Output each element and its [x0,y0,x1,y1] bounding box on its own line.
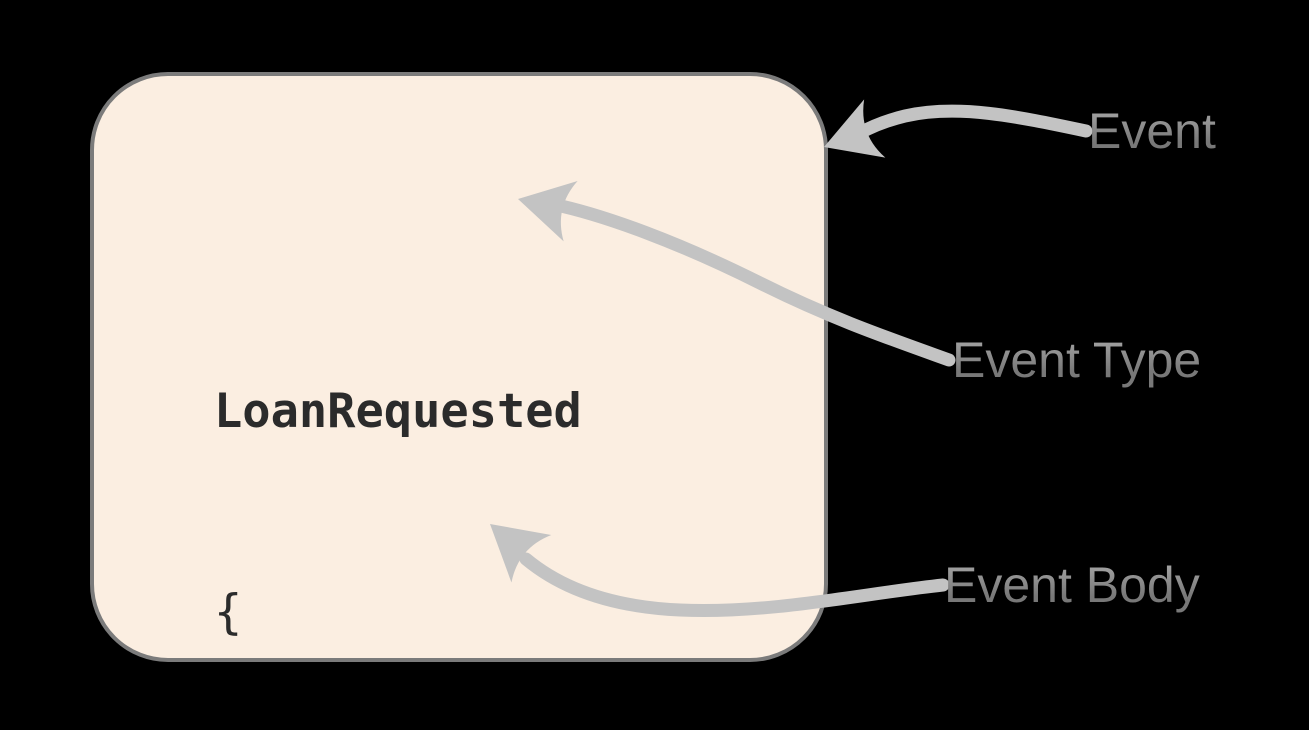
label-event-body: Event Body [944,557,1200,613]
event-arrow-icon [824,99,1093,158]
event-type-name: LoanRequested [214,384,582,439]
event-body-open-brace: { [214,585,243,640]
event-card: LoanRequested { id: 123, amount: 100, bo… [90,72,828,662]
event-code-block: LoanRequested { id: 123, amount: 100, bo… [214,244,865,730]
label-event-type: Event Type [952,332,1202,388]
label-event: Event [1088,103,1216,159]
